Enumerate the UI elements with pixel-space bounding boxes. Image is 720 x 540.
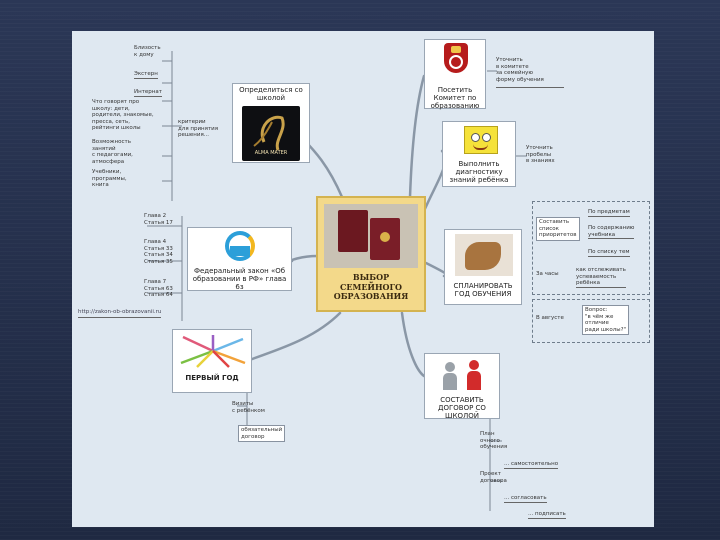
plan-by-hours: За часы xyxy=(536,271,559,278)
contract-item-5: ... подписать xyxy=(528,511,566,519)
school-logo-image: ALMA MATER xyxy=(242,106,300,161)
mouth-icon xyxy=(473,144,488,150)
committee-caption: Посетить Комитет по образованию xyxy=(425,86,485,110)
firstyear-item-2: обязательный договор xyxy=(238,425,285,442)
contract-item-3: Проект договора xyxy=(480,471,507,484)
diagnostics-caption: Выполнить диагностику знаний ребёнка xyxy=(443,160,515,184)
school-note-6: Учебники, программы, книга xyxy=(92,169,127,189)
branch-firstyear xyxy=(247,313,340,361)
branch-law xyxy=(291,256,317,261)
crown-icon xyxy=(451,46,461,53)
plan-by-subjects: По предметам xyxy=(588,209,630,217)
plan-question: Вопрос: "в чём же отличие ради школы?" xyxy=(582,305,629,335)
school-note-2: Экстерн xyxy=(134,71,158,79)
school-caption: Определиться со школой xyxy=(233,86,309,102)
passport-image xyxy=(324,204,418,268)
committee-note: Уточнить в комитете за семейную форму об… xyxy=(496,57,544,83)
law-ref-1: Глава 2 Статья 17 xyxy=(144,213,173,226)
school-side-note: критерии для принятия решения... xyxy=(178,119,218,139)
plan-compose: Составить список приоритетов xyxy=(536,217,580,241)
person-body xyxy=(467,371,481,390)
eye-icon xyxy=(482,133,491,142)
hands-image xyxy=(455,234,513,276)
center-title: ВЫБОР СЕМЕЙНОГО ОБРАЗОВАНИЯ xyxy=(318,273,424,302)
contract-item-4: ... согласовать xyxy=(504,495,547,503)
education-logo-image xyxy=(218,231,262,265)
firstyear-caption: ПЕРВЫЙ ГОД xyxy=(173,374,251,382)
plan-by-content: По содержанию учебника xyxy=(588,225,634,239)
handshake-image xyxy=(439,358,487,392)
school-note-1: Близость к дому xyxy=(134,45,161,58)
emblem-icon xyxy=(380,232,390,242)
word-cloud-image xyxy=(177,333,249,369)
plan-node: СПЛАНИРОВАТЬ ГОД ОБУЧЕНИЯ xyxy=(444,229,522,305)
contract-item-1: План очного обучения xyxy=(480,431,507,451)
plan-caption: СПЛАНИРОВАТЬ ГОД ОБУЧЕНИЯ xyxy=(445,282,521,298)
school-logo-text: ALMA MATER xyxy=(242,150,300,156)
diagnostics-note: Уточнить пробелы в знаниях xyxy=(526,145,555,165)
committee-node: Посетить Комитет по образованию xyxy=(424,39,486,109)
person-icon xyxy=(445,362,455,372)
passport-book xyxy=(370,218,400,260)
law-ref-3: Глава 7 Статья 63 Статья 64 xyxy=(144,279,173,299)
diagnostics-node: Выполнить диагностику знаний ребёнка xyxy=(442,121,516,187)
person-body xyxy=(443,373,457,390)
contract-item-2: ... самостоятельно xyxy=(504,461,558,469)
contract-node: СОСТАВИТЬ ДОГОВОР СО ШКОЛОЙ xyxy=(424,353,500,419)
firstyear-node: ПЕРВЫЙ ГОД xyxy=(172,329,252,393)
mind-map-slide: Близость к дому Экстерн Интернат Что гов… xyxy=(72,31,654,527)
passport-book xyxy=(338,210,368,252)
plan-how-distribute: как отслеживать успеваемость ребёнка xyxy=(576,267,626,288)
law-node: Федеральный закон «Об образовании в РФ» … xyxy=(187,227,292,291)
firstyear-item-1: Визиты с ребёнком xyxy=(232,401,265,414)
book-icon xyxy=(230,246,250,256)
person-icon xyxy=(469,360,479,370)
law-url-link[interactable]: http://zakon-ob-obrazovanii.ru xyxy=(78,309,161,318)
spongebob-image xyxy=(464,126,498,154)
school-note-4: Что говорят про школу: дети, родители, з… xyxy=(92,99,154,132)
school-node: Определиться со школой ALMA MATER xyxy=(232,83,310,163)
anchor-icon xyxy=(449,55,463,69)
law-caption: Федеральный закон «Об образовании в РФ» … xyxy=(188,267,291,291)
eye-icon xyxy=(471,133,480,142)
plan-in-august: В августе xyxy=(536,315,564,322)
plan-by-list: По списку тем xyxy=(588,249,630,257)
hands-shape xyxy=(465,242,501,270)
school-note-5: Возможность занятий с педагогами, атмосф… xyxy=(92,139,133,165)
law-ref-2: Глава 4 Статья 33 Статья 34 Статья 35 xyxy=(144,239,173,265)
branch-contract xyxy=(402,313,424,376)
contract-caption: СОСТАВИТЬ ДОГОВОР СО ШКОЛОЙ xyxy=(425,396,499,420)
school-note-3: Интернат xyxy=(134,89,162,97)
coat-of-arms-image xyxy=(444,43,468,73)
branch-committee xyxy=(410,76,424,197)
committee-note-underline xyxy=(496,87,564,88)
center-node: ВЫБОР СЕМЕЙНОГО ОБРАЗОВАНИЯ xyxy=(316,196,426,312)
